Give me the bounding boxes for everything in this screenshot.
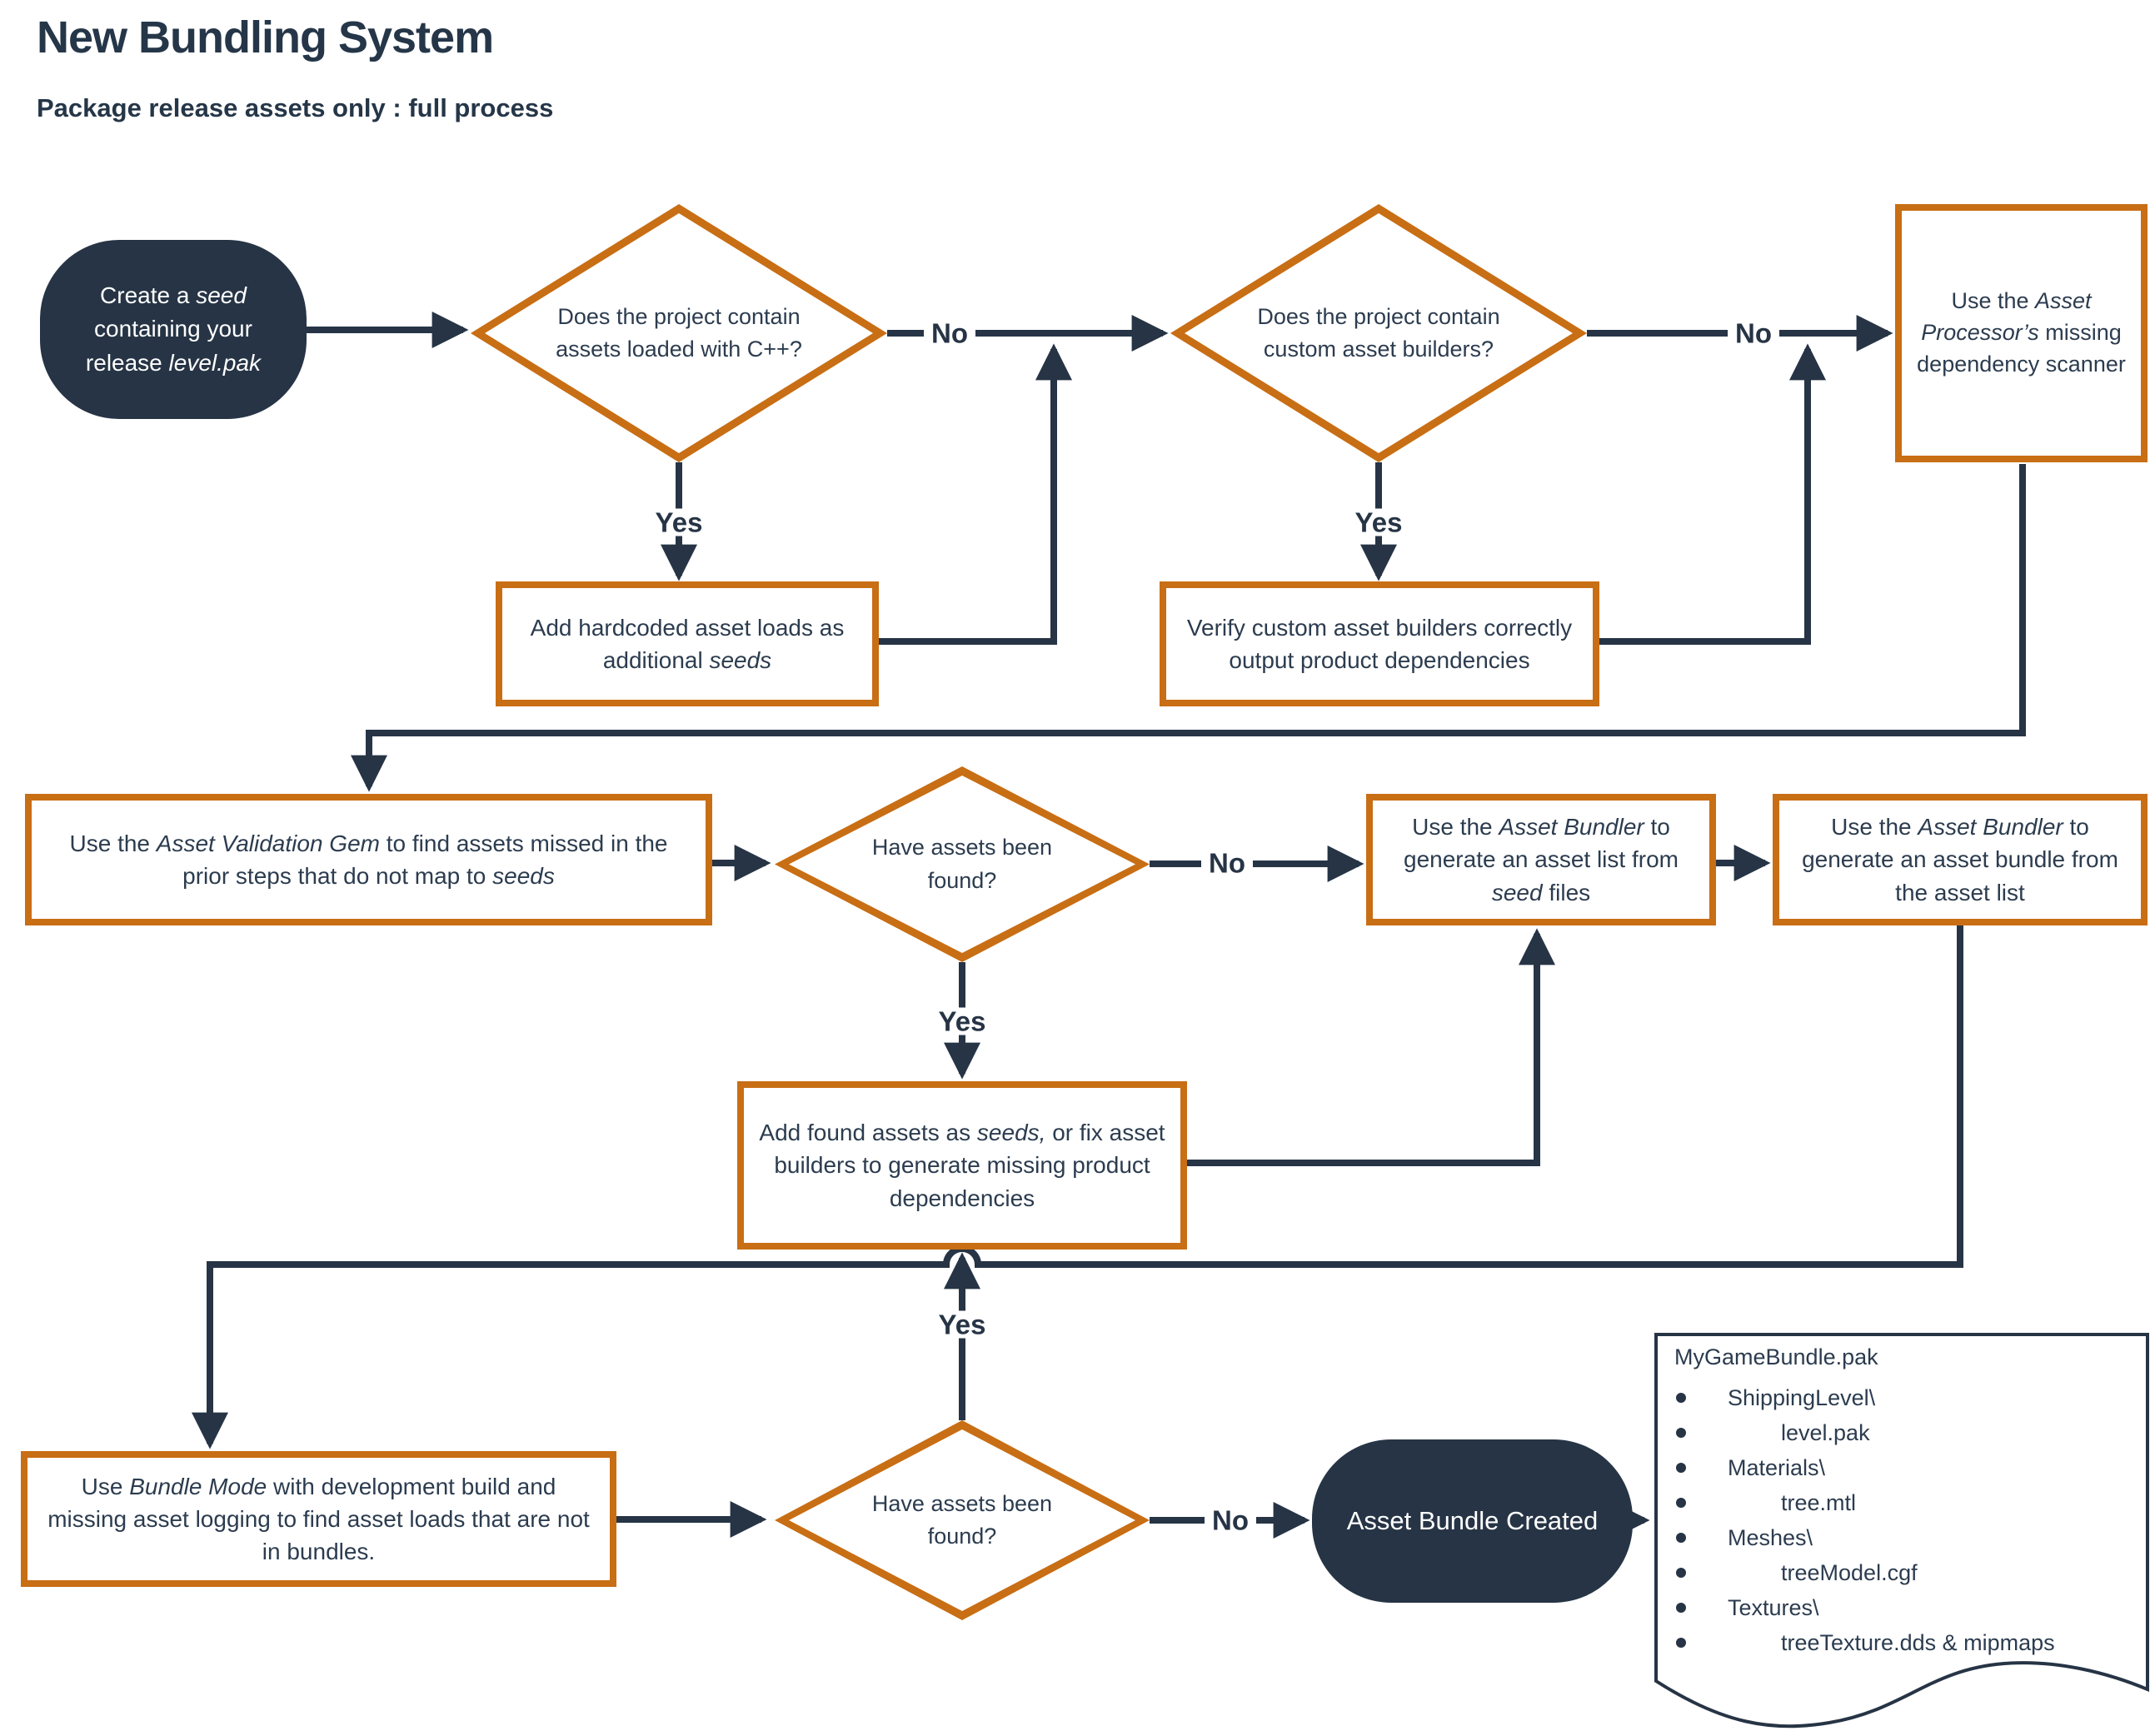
edge-label-no-found-mid: No <box>1201 849 1253 877</box>
step-asset-validation-gem-label: Use the Asset Validation Gem to find ass… <box>69 830 668 889</box>
document-shape <box>1654 1333 2149 1729</box>
bullet-icon <box>1676 1498 1686 1508</box>
bullet-icon <box>1676 1463 1686 1473</box>
step-generate-asset-bundle-label: Use the Asset Bundler to generate an ass… <box>1802 814 2118 905</box>
node-end: Asset Bundle Created <box>1312 1439 1633 1603</box>
edge-label-no-builders: No <box>1728 319 1779 347</box>
edge-scanner-to-validation <box>351 464 2026 792</box>
bullet-icon <box>1676 1393 1686 1403</box>
document-list-item-text: ShippingLevel\ <box>1728 1384 1876 1410</box>
document-list-item-text: Textures\ <box>1728 1594 1819 1620</box>
document-list-item: treeModel.cgf <box>1674 1555 2141 1590</box>
decision-assets-found-mid-label: Have assets been found? <box>871 835 1053 893</box>
edge-label-yes-found-bottom: Yes <box>930 1310 994 1339</box>
step-add-found-assets: Add found assets as seeds, or fix asset … <box>737 1081 1187 1250</box>
node-start: Create a seed containing your release le… <box>40 240 307 419</box>
step-bundle-mode: Use Bundle Mode with development build a… <box>21 1451 616 1587</box>
step-add-hardcoded-seeds-label: Add hardcoded asset loads as additional … <box>530 614 845 673</box>
document-list-item-text: treeModel.cgf <box>1781 1559 1918 1585</box>
decision-cpp-assets: Does the project contain assets loaded w… <box>471 204 887 462</box>
step-generate-asset-list-label: Use the Asset Bundler to generate an ass… <box>1404 814 1679 905</box>
step-verify-builders-label: Verify custom asset builders correctly o… <box>1186 614 1573 673</box>
decision-assets-found-bottom-label: Have assets been found? <box>871 1490 1053 1549</box>
document-list-item: level.pak <box>1674 1415 2141 1450</box>
step-generate-asset-bundle: Use the Asset Bundler to generate an ass… <box>1773 794 2148 925</box>
node-end-label: Asset Bundle Created <box>1346 1505 1599 1535</box>
edge-verify-feedback <box>1599 343 1826 645</box>
document-list-item-text: Meshes\ <box>1728 1524 1813 1550</box>
step-asset-validation-gem: Use the Asset Validation Gem to find ass… <box>25 794 712 925</box>
bullet-icon <box>1676 1638 1686 1648</box>
edge-label-no-found-bottom: No <box>1205 1506 1256 1534</box>
edge-add-found-to-asset-list <box>1187 928 1555 1166</box>
bullet-icon <box>1676 1533 1686 1543</box>
document-list-item-text: Materials\ <box>1728 1454 1826 1480</box>
decision-custom-builders-label: Does the project contain custom asset bu… <box>1257 303 1500 362</box>
page-subtitle: Package release assets only : full proce… <box>37 93 554 122</box>
document-list-item: treeTexture.dds & mipmaps <box>1674 1625 2141 1660</box>
step-verify-builders: Verify custom asset builders correctly o… <box>1160 581 1599 706</box>
edge-label-yes-found-mid: Yes <box>930 1007 994 1035</box>
document-list-item-text: level.pak <box>1781 1419 1870 1445</box>
decision-cpp-assets-label: Does the project contain assets loaded w… <box>556 303 802 362</box>
decision-assets-found-mid: Have assets been found? <box>775 766 1150 962</box>
step-generate-asset-list: Use the Asset Bundler to generate an ass… <box>1366 794 1716 925</box>
step-bundle-mode-label: Use Bundle Mode with development build a… <box>47 1473 590 1565</box>
document-list-item: Meshes\ <box>1674 1520 2141 1555</box>
edge-label-yes-builders: Yes <box>1347 508 1410 536</box>
edge-label-no-cpp: No <box>924 319 975 347</box>
document-content: MyGameBundle.pak ShippingLevel\ level.pak… <box>1674 1334 2141 1660</box>
step-missing-dependency-scanner-label: Use the Asset Processor’s missing depend… <box>1917 288 2126 377</box>
document-list-item: ShippingLevel\ <box>1674 1380 2141 1415</box>
decision-assets-found-bottom: Have assets been found? <box>775 1420 1150 1620</box>
bullet-icon <box>1676 1603 1686 1613</box>
document-list-item-text: treeTexture.dds & mipmaps <box>1781 1629 2055 1655</box>
document-list-item: Materials\ <box>1674 1450 2141 1485</box>
step-missing-dependency-scanner: Use the Asset Processor’s missing depend… <box>1895 204 2148 462</box>
bullet-icon <box>1676 1428 1686 1438</box>
page-title: New Bundling System <box>37 12 494 62</box>
edge-add-hardcoded-feedback <box>879 343 1072 645</box>
edge-label-yes-cpp: Yes <box>647 508 711 536</box>
document-list-item: Textures\ <box>1674 1590 2141 1625</box>
step-add-found-assets-label: Add found assets as seeds, or fix asset … <box>759 1120 1165 1211</box>
document-list-item-text: tree.mtl <box>1781 1489 1857 1515</box>
bullet-icon <box>1676 1568 1686 1578</box>
node-start-label: Create a seed containing your release le… <box>85 282 262 376</box>
step-add-hardcoded-seeds: Add hardcoded asset loads as additional … <box>496 581 879 706</box>
document-list-item: tree.mtl <box>1674 1485 2141 1520</box>
document-title: MyGameBundle.pak <box>1674 1344 1878 1369</box>
decision-custom-builders: Does the project contain custom asset bu… <box>1170 204 1587 462</box>
